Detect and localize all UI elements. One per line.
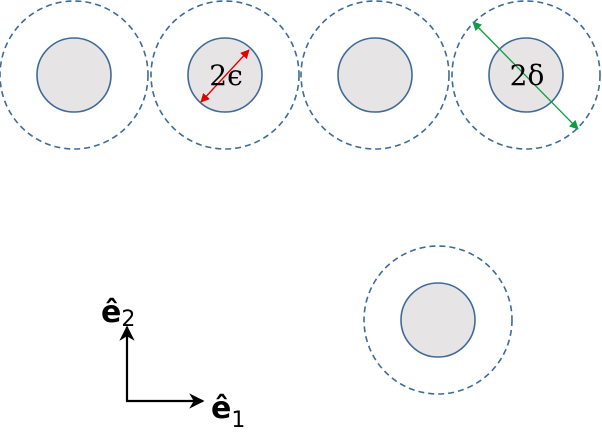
delta-dimension-arrow bbox=[472, 21, 579, 130]
e2-hat-text: ê bbox=[101, 295, 121, 330]
circle-group-3 bbox=[300, 0, 450, 150]
outer-dashed-circle bbox=[451, 0, 601, 150]
e1-hat-text: ê bbox=[211, 391, 231, 426]
circle-group-1 bbox=[0, 0, 149, 150]
delta-dimension-label: 2δ bbox=[510, 59, 545, 92]
inner-solid-circle bbox=[36, 37, 112, 113]
circle-group-2: 2ϵ bbox=[150, 0, 300, 150]
outer-dashed-circle bbox=[0, 0, 149, 150]
circle-group-4: 2δ bbox=[451, 0, 601, 150]
e1-axis-label: ê1 bbox=[211, 391, 245, 433]
e2-axis-label: ê2 bbox=[101, 295, 135, 332]
epsilon-dimension-label: 2ϵ bbox=[209, 59, 243, 92]
circle-group-5 bbox=[363, 245, 513, 395]
outer-dashed-circle bbox=[363, 245, 513, 395]
inner-solid-circle bbox=[400, 282, 476, 358]
e2-subscript: 2 bbox=[121, 307, 135, 332]
outer-dashed-circle bbox=[300, 0, 450, 150]
e1-subscript: 1 bbox=[231, 408, 245, 433]
coordinate-axes: ê2 ê1 bbox=[101, 295, 245, 433]
epsilon-dimension-arrow bbox=[200, 49, 250, 103]
outer-dashed-circle bbox=[150, 0, 300, 150]
inner-solid-circle bbox=[337, 37, 413, 113]
